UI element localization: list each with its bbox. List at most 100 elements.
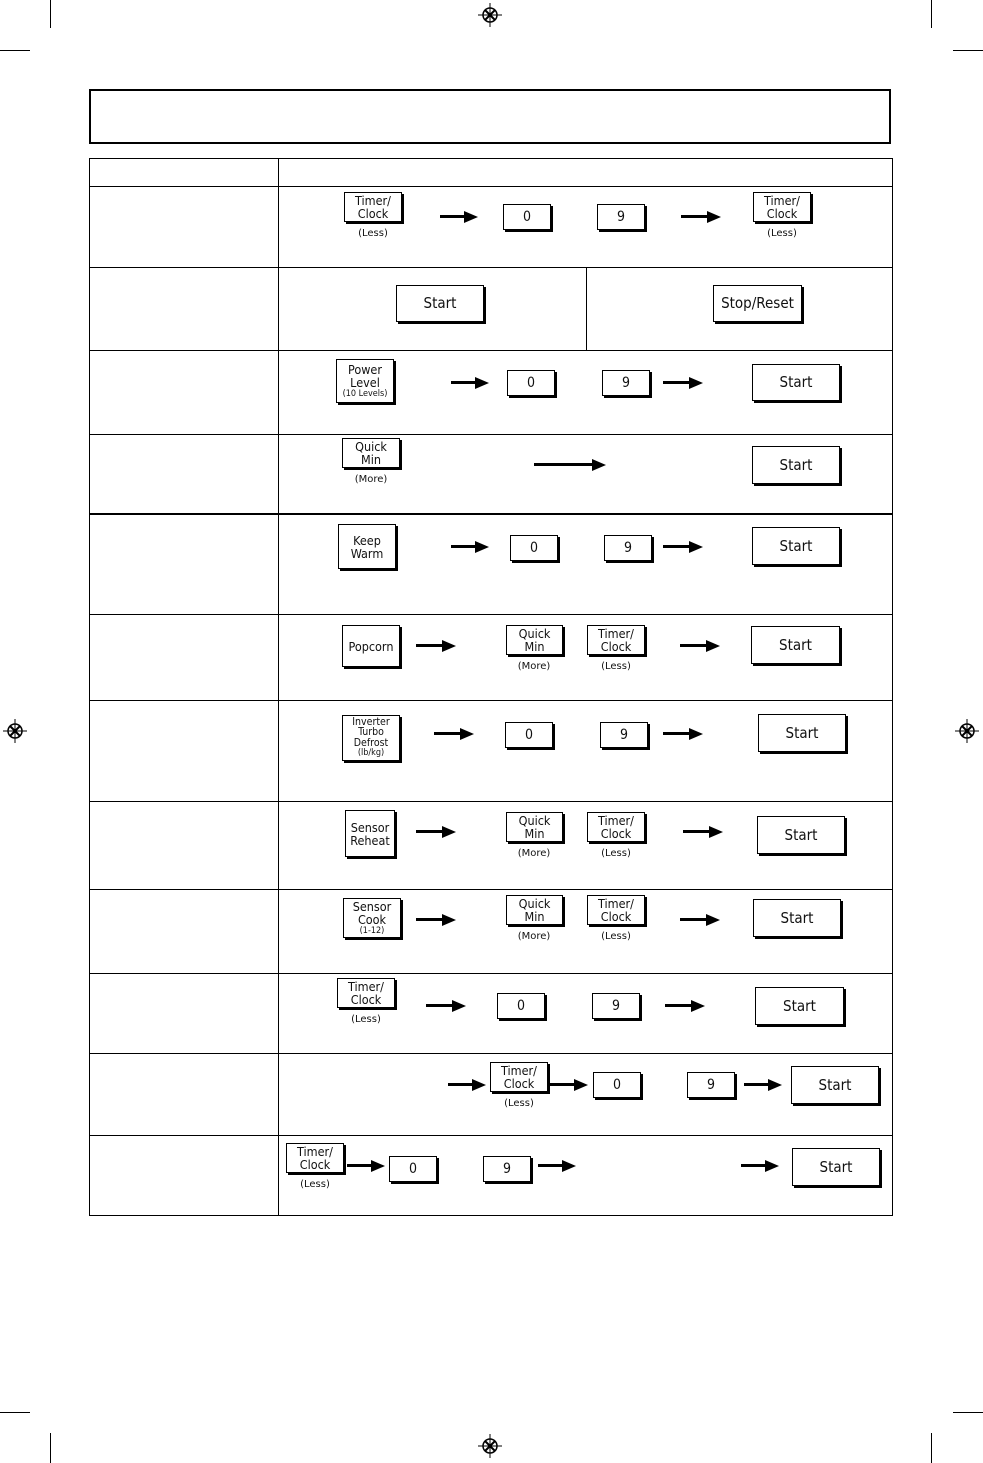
timer-clock-button[interactable]: Timer/Clock (286, 1143, 344, 1173)
start-button[interactable]: Start (752, 364, 840, 401)
arrow-right-icon (681, 211, 721, 223)
arrow-right-icon (665, 1000, 705, 1012)
less-caption: (Less) (300, 1179, 330, 1190)
registration-mark-icon (478, 1434, 502, 1458)
timer-clock-button[interactable]: Timer/Clock (587, 812, 645, 842)
registration-mark-icon (478, 3, 502, 27)
timer-clock-button[interactable]: Timer/Clock (587, 895, 645, 925)
row-divider (90, 350, 892, 351)
crop-mark (931, 1433, 932, 1463)
row-divider (90, 1135, 892, 1136)
row-divider (90, 700, 892, 701)
digit-9-button[interactable]: 9 (597, 204, 645, 230)
timer-clock-button[interactable]: Timer/Clock (490, 1062, 548, 1092)
popcorn-button[interactable]: Popcorn (342, 625, 400, 667)
digit-9-button[interactable]: 9 (602, 370, 650, 396)
more-caption: (More) (517, 931, 551, 942)
arrow-right-icon (440, 211, 478, 223)
row-divider (90, 1053, 892, 1054)
digit-0-button[interactable]: 0 (497, 993, 545, 1019)
arrow-right-icon (448, 1079, 486, 1091)
crop-mark (953, 50, 983, 51)
start-button[interactable]: Start (396, 285, 484, 322)
timer-clock-button[interactable]: Timer/Clock (337, 978, 395, 1008)
start-button[interactable]: Start (752, 527, 840, 565)
digit-9-button[interactable]: 9 (687, 1072, 735, 1098)
arrow-right-icon (683, 826, 723, 838)
crop-mark (931, 0, 932, 28)
digit-0-button[interactable]: 0 (593, 1072, 641, 1098)
timer-clock-button[interactable]: Timer/Clock (587, 625, 645, 655)
arrow-right-icon (534, 459, 606, 471)
digit-9-button[interactable]: 9 (604, 535, 652, 561)
start-button[interactable]: Start (792, 1148, 880, 1186)
arrow-right-icon (663, 377, 703, 389)
digit-0-button[interactable]: 0 (503, 204, 551, 230)
arrow-right-icon (426, 1000, 466, 1012)
more-caption: (More) (517, 661, 551, 672)
crop-mark (0, 50, 30, 51)
arrow-right-icon (741, 1160, 779, 1172)
arrow-right-icon (663, 728, 703, 740)
crop-mark (0, 1412, 30, 1413)
registration-mark-icon (3, 719, 27, 743)
less-caption: (Less) (504, 1098, 534, 1109)
registration-mark-icon (955, 719, 979, 743)
arrow-right-icon (434, 728, 474, 740)
timer-clock-button[interactable]: Timer/Clock (753, 192, 811, 222)
arrow-right-icon (451, 541, 489, 553)
row-divider (90, 267, 892, 268)
crop-mark (50, 1433, 51, 1463)
less-caption: (Less) (601, 661, 631, 672)
timer-clock-button[interactable]: Timer/Clock (344, 192, 402, 222)
arrow-right-icon (550, 1079, 588, 1091)
column-divider (278, 159, 279, 1216)
start-button[interactable]: Start (753, 899, 841, 937)
row-divider (90, 614, 892, 615)
arrow-right-icon (538, 1160, 576, 1172)
start-button[interactable]: Start (757, 816, 845, 854)
row-divider (90, 434, 892, 435)
arrow-right-icon (416, 826, 456, 838)
digit-9-button[interactable]: 9 (600, 722, 648, 748)
more-caption: (More) (517, 848, 551, 859)
row-divider (90, 801, 892, 802)
digit-9-button[interactable]: 9 (592, 993, 640, 1019)
start-button[interactable]: Start (751, 626, 840, 664)
arrow-right-icon (416, 640, 456, 652)
arrow-right-icon (680, 640, 720, 652)
start-button[interactable]: Start (752, 446, 840, 484)
digit-0-button[interactable]: 0 (505, 722, 553, 748)
arrow-right-icon (663, 541, 703, 553)
arrow-right-icon (451, 377, 489, 389)
start-button[interactable]: Start (791, 1066, 879, 1104)
row-divider (90, 889, 892, 890)
start-button[interactable]: Start (755, 987, 844, 1025)
digit-0-button[interactable]: 0 (510, 535, 558, 561)
arrow-right-icon (744, 1079, 782, 1091)
operation-table (89, 158, 893, 1216)
row-divider (90, 973, 892, 974)
digit-9-button[interactable]: 9 (483, 1156, 531, 1182)
digit-0-button[interactable]: 0 (507, 370, 555, 396)
less-caption: (Less) (358, 228, 388, 239)
arrow-right-icon (680, 914, 720, 926)
crop-mark (50, 0, 51, 28)
arrow-right-icon (416, 914, 456, 926)
start-button[interactable]: Start (758, 714, 846, 752)
crop-mark (953, 1412, 983, 1413)
digit-0-button[interactable]: 0 (389, 1156, 437, 1182)
stop-reset-button[interactable]: Stop/Reset (713, 285, 802, 322)
less-caption: (Less) (601, 931, 631, 942)
more-caption: (More) (354, 474, 388, 485)
arrow-right-icon (347, 1160, 385, 1172)
